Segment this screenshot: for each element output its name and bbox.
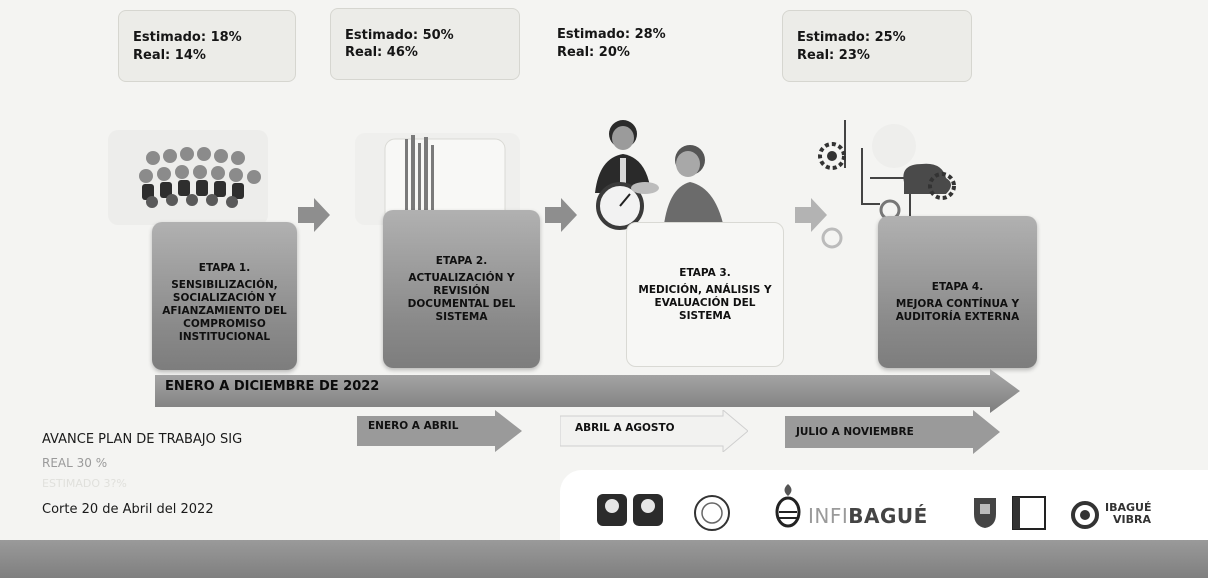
stage-description: SENSIBILIZACIÓN, SOCIALIZACIÓN Y AFIANZA… bbox=[162, 279, 287, 343]
stage-description: MEJORA CONTÍNUA Y AUDITORÍA EXTERNA bbox=[895, 297, 1020, 323]
stage-title: ETAPA 4. bbox=[931, 280, 984, 293]
stage-box-2: ETAPA 2. ACTUALIZACIÓN Y REVISIÓN DOCUME… bbox=[383, 210, 540, 368]
estimate-value: Estimado: 25% bbox=[797, 30, 906, 45]
seal-logo bbox=[694, 495, 730, 531]
real-value: Real: 20% bbox=[557, 45, 630, 60]
real-value: Real: 14% bbox=[133, 48, 206, 63]
audience-illustration bbox=[108, 130, 268, 225]
documents-illustration bbox=[355, 133, 520, 225]
infibague-emblem bbox=[775, 484, 801, 528]
estimate-value: Estimado: 50% bbox=[345, 28, 454, 43]
timeline-arrow bbox=[155, 369, 1020, 413]
period-arrow-1 bbox=[357, 410, 522, 452]
stage-box-4: ETAPA 4. MEJORA CONTÍNUA Y AUDITORÍA EXT… bbox=[878, 216, 1037, 368]
shield-logos bbox=[597, 494, 663, 526]
period-label-1: ENERO A ABRIL bbox=[368, 420, 459, 432]
real-value: Real: 46% bbox=[345, 45, 418, 60]
estimate-value: Estimado: 28% bbox=[557, 27, 666, 42]
progress-real: REAL 30 % bbox=[42, 456, 108, 470]
period-arrow-2 bbox=[560, 410, 748, 452]
ibague-vibra-emblem bbox=[1071, 501, 1099, 529]
stage-box-3: ETAPA 3. MEDICIÓN, ANÁLISIS Y EVALUACIÓN… bbox=[626, 222, 784, 367]
period-arrow-3 bbox=[785, 410, 1000, 454]
ibague-line1: IBAGUÉ bbox=[1105, 501, 1152, 514]
progress-title: AVANCE PLAN DE TRABAJO SIG bbox=[42, 432, 243, 447]
ibague-vibra-logo: IBAGUÉ VIBRA bbox=[1105, 502, 1151, 526]
stage-description: MEDICIÓN, ANÁLISIS Y EVALUACIÓN DEL SIST… bbox=[638, 283, 772, 322]
stage-arrow-1 bbox=[298, 198, 330, 232]
stage-arrow-2 bbox=[545, 198, 577, 232]
stage-title: ETAPA 3. bbox=[679, 266, 731, 279]
infibague-suffix: BAGUÉ bbox=[848, 504, 928, 528]
period-label-2: ABRIL A AGOSTO bbox=[575, 422, 675, 434]
stage-description: ACTUALIZACIÓN Y REVISIÓN DOCUMENTAL DEL … bbox=[407, 271, 516, 323]
ibague-line2: VIBRA bbox=[1113, 513, 1151, 526]
infibague-logo: INFIBAGUÉ bbox=[808, 504, 928, 528]
estimate-box-3: Estimado: 28% Real: 20% bbox=[553, 10, 733, 82]
timeline-label: ENERO A DICIEMBRE DE 2022 bbox=[165, 379, 380, 394]
estimate-box-4: Estimado: 25% Real: 23% bbox=[782, 10, 972, 82]
estimate-box-1: Estimado: 18% Real: 14% bbox=[118, 10, 296, 82]
estimate-box-2: Estimado: 50% Real: 46% bbox=[330, 8, 520, 80]
estimate-value: Estimado: 18% bbox=[133, 30, 242, 45]
stage-arrow-3 bbox=[795, 198, 827, 232]
real-value: Real: 23% bbox=[797, 48, 870, 63]
infibague-prefix: INFI bbox=[808, 504, 849, 528]
stage-box-1: ETAPA 1. SENSIBILIZACIÓN, SOCIALIZACIÓN … bbox=[152, 222, 297, 370]
stage-title: ETAPA 2. bbox=[435, 254, 488, 267]
handshake-illustration bbox=[585, 108, 735, 233]
square-logo bbox=[1012, 496, 1046, 530]
period-label-3: JULIO A NOVIEMBRE bbox=[796, 426, 914, 438]
stage-title: ETAPA 1. bbox=[198, 262, 251, 274]
footer-band bbox=[0, 540, 1208, 578]
coat-of-arms-logo bbox=[974, 498, 996, 528]
progress-estimated: ESTIMADO 3?% bbox=[42, 477, 127, 490]
gears-illustration bbox=[810, 108, 970, 253]
logos-panel: INFIBAGUÉ IBAGUÉ VIBRA bbox=[560, 470, 1208, 550]
cutoff-date: Corte 20 de Abril del 2022 bbox=[42, 502, 214, 517]
